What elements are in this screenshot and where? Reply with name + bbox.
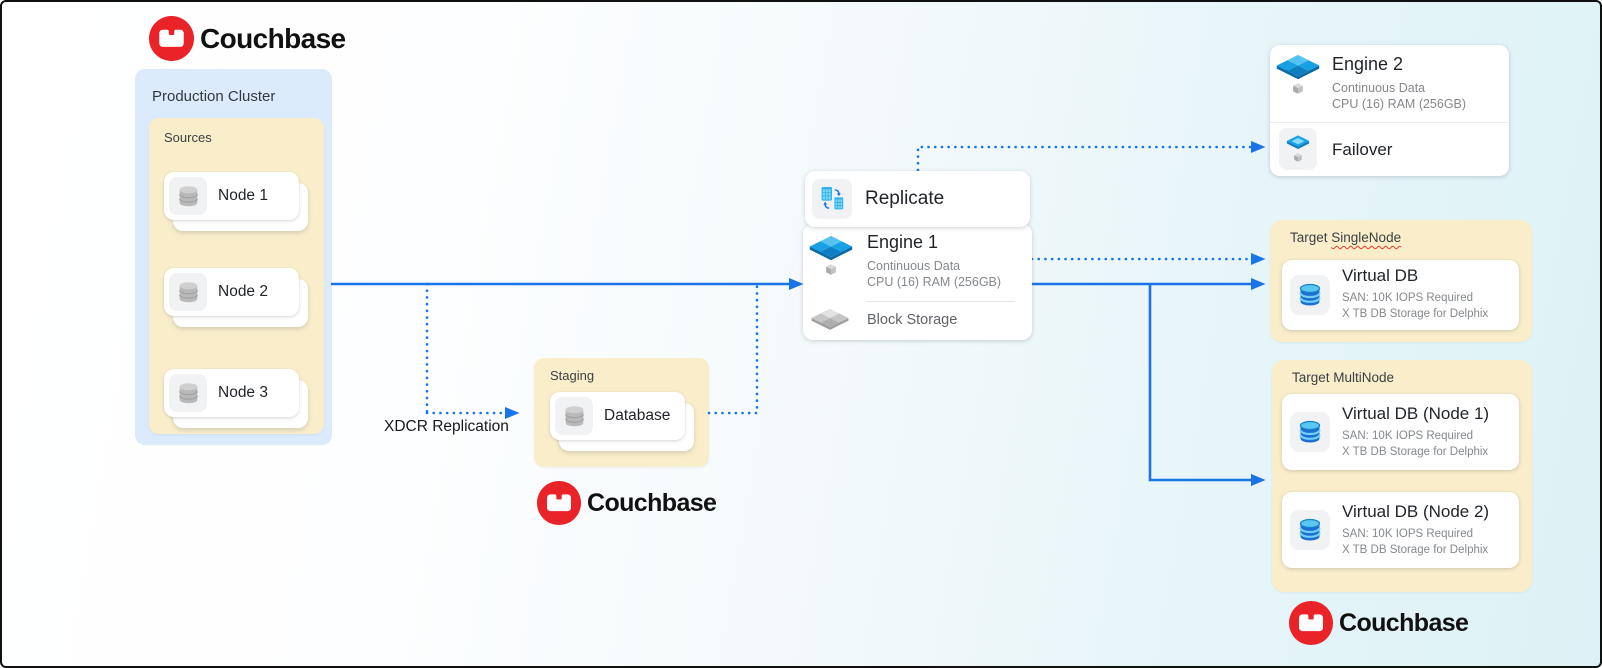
node-label: Node 2 (218, 283, 268, 300)
virtual-db-node1-card: Virtual DB (Node 1) SAN: 10K IOPS Requir… (1282, 394, 1519, 470)
engine-2-title: Engine 2 (1332, 54, 1404, 74)
virtual-db-line2: X TB DB Storage for Delphix (1342, 544, 1489, 557)
couchbase-logo-icon (148, 15, 195, 62)
virtual-db-title: Virtual DB (Node 2) (1342, 502, 1490, 521)
database-icon (169, 177, 207, 215)
virtual-db-line2: X TB DB Storage for Delphix (1342, 446, 1489, 459)
failover-label: Failover (1332, 140, 1393, 159)
virtual-db-line1: SAN: 10K IOPS Required (1342, 430, 1474, 442)
couchbase-wordmark: Couchbase (587, 488, 717, 517)
target-title-word: SingleNode (1331, 230, 1402, 245)
node-2-card: Node 2 (164, 268, 308, 327)
line-staging-return (707, 283, 759, 415)
node-1-card: Node 1 (164, 172, 308, 231)
couchbase-wordmark: Couchbase (200, 22, 346, 54)
engine-1-subtitle-2: CPU (16) RAM (256GB) (867, 275, 1002, 290)
couchbase-logo-bottom: Couchbase (1288, 600, 1469, 646)
node-3-card: Node 3 (164, 369, 308, 428)
virtual-db-icon (1290, 275, 1330, 315)
production-cluster-title: Production Cluster (152, 88, 276, 105)
virtual-db-card: Virtual DB SAN: 10K IOPS Required X TB D… (1282, 260, 1519, 330)
line-replicate-to-failover (916, 141, 1266, 172)
virtual-db-icon (1290, 510, 1330, 550)
virtual-db-title: Virtual DB (Node 1) (1342, 404, 1490, 423)
target-multinode-title: Target MultiNode (1292, 370, 1395, 385)
couchbase-wordmark: Couchbase (1339, 608, 1469, 637)
replicate-icon (812, 179, 852, 219)
staging-database-card: Database (550, 392, 694, 451)
engine-card-divider (867, 301, 1015, 302)
target-title-prefix: Target (1290, 230, 1332, 245)
virtual-db-line1: SAN: 10K IOPS Required (1342, 528, 1474, 540)
virtual-db-title: Virtual DB (1342, 266, 1419, 285)
virtual-db-icon (1290, 412, 1330, 452)
engine-1-subtitle-1: Continuous Data (867, 258, 961, 273)
staging-title: Staging (550, 368, 595, 383)
engine-1-title: Engine 1 (867, 232, 939, 252)
node-label: Node 3 (218, 384, 268, 401)
node-label: Node 1 (218, 187, 268, 204)
engine-cubes-icon (808, 233, 854, 283)
sources-title: Sources (164, 130, 212, 145)
xdcr-replication-label: XDCR Replication (384, 418, 509, 435)
failover-card-divider (1270, 122, 1509, 123)
line-engine1-to-multi (1148, 284, 1266, 486)
target-singlenode-title: Target SingleNode (1290, 230, 1401, 245)
database-icon (555, 397, 593, 435)
engine-cubes-icon (1275, 52, 1321, 102)
database-icon (169, 374, 207, 412)
failover-tile-icon (1279, 128, 1317, 170)
replicate-label: Replicate (865, 187, 945, 209)
block-storage-icon (810, 306, 850, 333)
virtual-db-line2: X TB DB Storage for Delphix (1342, 308, 1489, 321)
engine-2-subtitle-2: CPU (16) RAM (256GB) (1332, 97, 1467, 112)
couchbase-logo-top: Couchbase (148, 15, 346, 62)
replicate-card: Replicate (805, 171, 1030, 227)
block-storage-label: Block Storage (867, 312, 958, 328)
couchbase-logo-icon (1288, 600, 1334, 646)
database-icon (169, 273, 207, 311)
couchbase-logo-staging: Couchbase (536, 480, 717, 526)
engine-2-subtitle-1: Continuous Data (1332, 80, 1426, 95)
couchbase-logo-icon (536, 480, 582, 526)
virtual-db-line1: SAN: 10K IOPS Required (1342, 292, 1474, 304)
database-label: Database (604, 407, 671, 424)
virtual-db-node2-card: Virtual DB (Node 2) SAN: 10K IOPS Requir… (1282, 492, 1519, 568)
